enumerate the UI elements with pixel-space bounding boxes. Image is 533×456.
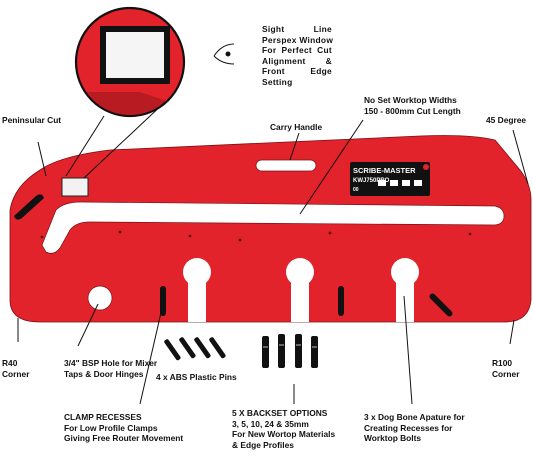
dog-bone-aperture-2 bbox=[286, 258, 314, 322]
model-name: KWJ750PRO bbox=[353, 178, 390, 184]
sight-line-4: Alignment & bbox=[262, 55, 332, 66]
sight-line-1: Sight Line bbox=[262, 24, 332, 34]
callout-abs-pins: 4 x ABS Plastic Pins bbox=[156, 372, 237, 382]
sight-line-6: Setting bbox=[262, 76, 293, 87]
clamp-recess-2 bbox=[338, 286, 344, 316]
bsp-hole bbox=[87, 285, 113, 311]
callout-carry-handle: Carry Handle bbox=[270, 122, 323, 132]
brand-name: SCRIBE-MASTER bbox=[353, 166, 416, 175]
screw-holes bbox=[40, 230, 472, 242]
perspex-window bbox=[61, 177, 89, 197]
dog-bone-aperture-1 bbox=[183, 258, 211, 322]
clamp-recess-3 bbox=[429, 293, 453, 317]
callout-no-set-widths: No Set Worktop Widths 150 - 800mm Cut Le… bbox=[364, 95, 461, 116]
leader-lines bbox=[17, 119, 529, 405]
backset-pin-icon bbox=[262, 334, 318, 368]
callout-r40: R40 Corner bbox=[2, 358, 30, 379]
callout-dog-bone: 3 x Dog Bone Apature for Creating Recess… bbox=[364, 412, 465, 443]
long-slot bbox=[41, 201, 505, 254]
sight-line-2: Perspex Window bbox=[262, 34, 334, 45]
label-icons bbox=[378, 180, 422, 186]
callout-backset: 5 X BACKSET OPTIONS 3, 5, 10, 24 & 35mm … bbox=[232, 408, 336, 450]
callout-bsp-hole: 3/4" BSP Hole for Mixer Taps & Door Hing… bbox=[64, 358, 158, 379]
callout-sight-line: Sight Line Perspex Window For Perfect Cu… bbox=[262, 24, 334, 87]
callout-peninsular-cut: Peninsular Cut bbox=[2, 115, 62, 125]
callout-45-degree: 45 Degree bbox=[486, 115, 527, 125]
callout-r100: R100 Corner bbox=[492, 358, 520, 379]
window-marking: 00 bbox=[353, 187, 359, 193]
zoom-inset bbox=[65, 6, 186, 179]
callout-clamp-recesses: CLAMP RECESSES For Low Profile Clamps Gi… bbox=[64, 412, 184, 443]
brand-label bbox=[350, 162, 430, 196]
abs-pin-icon bbox=[164, 337, 226, 361]
brand-logo-dot bbox=[423, 164, 429, 170]
carry-handle bbox=[255, 159, 317, 172]
eye-icon bbox=[213, 43, 235, 65]
sight-line-5: Front Edge bbox=[262, 66, 332, 76]
dog-bone-aperture-3 bbox=[391, 258, 419, 322]
sight-line-3: For Perfect Cut bbox=[262, 45, 332, 55]
peninsular-slot bbox=[14, 194, 44, 220]
